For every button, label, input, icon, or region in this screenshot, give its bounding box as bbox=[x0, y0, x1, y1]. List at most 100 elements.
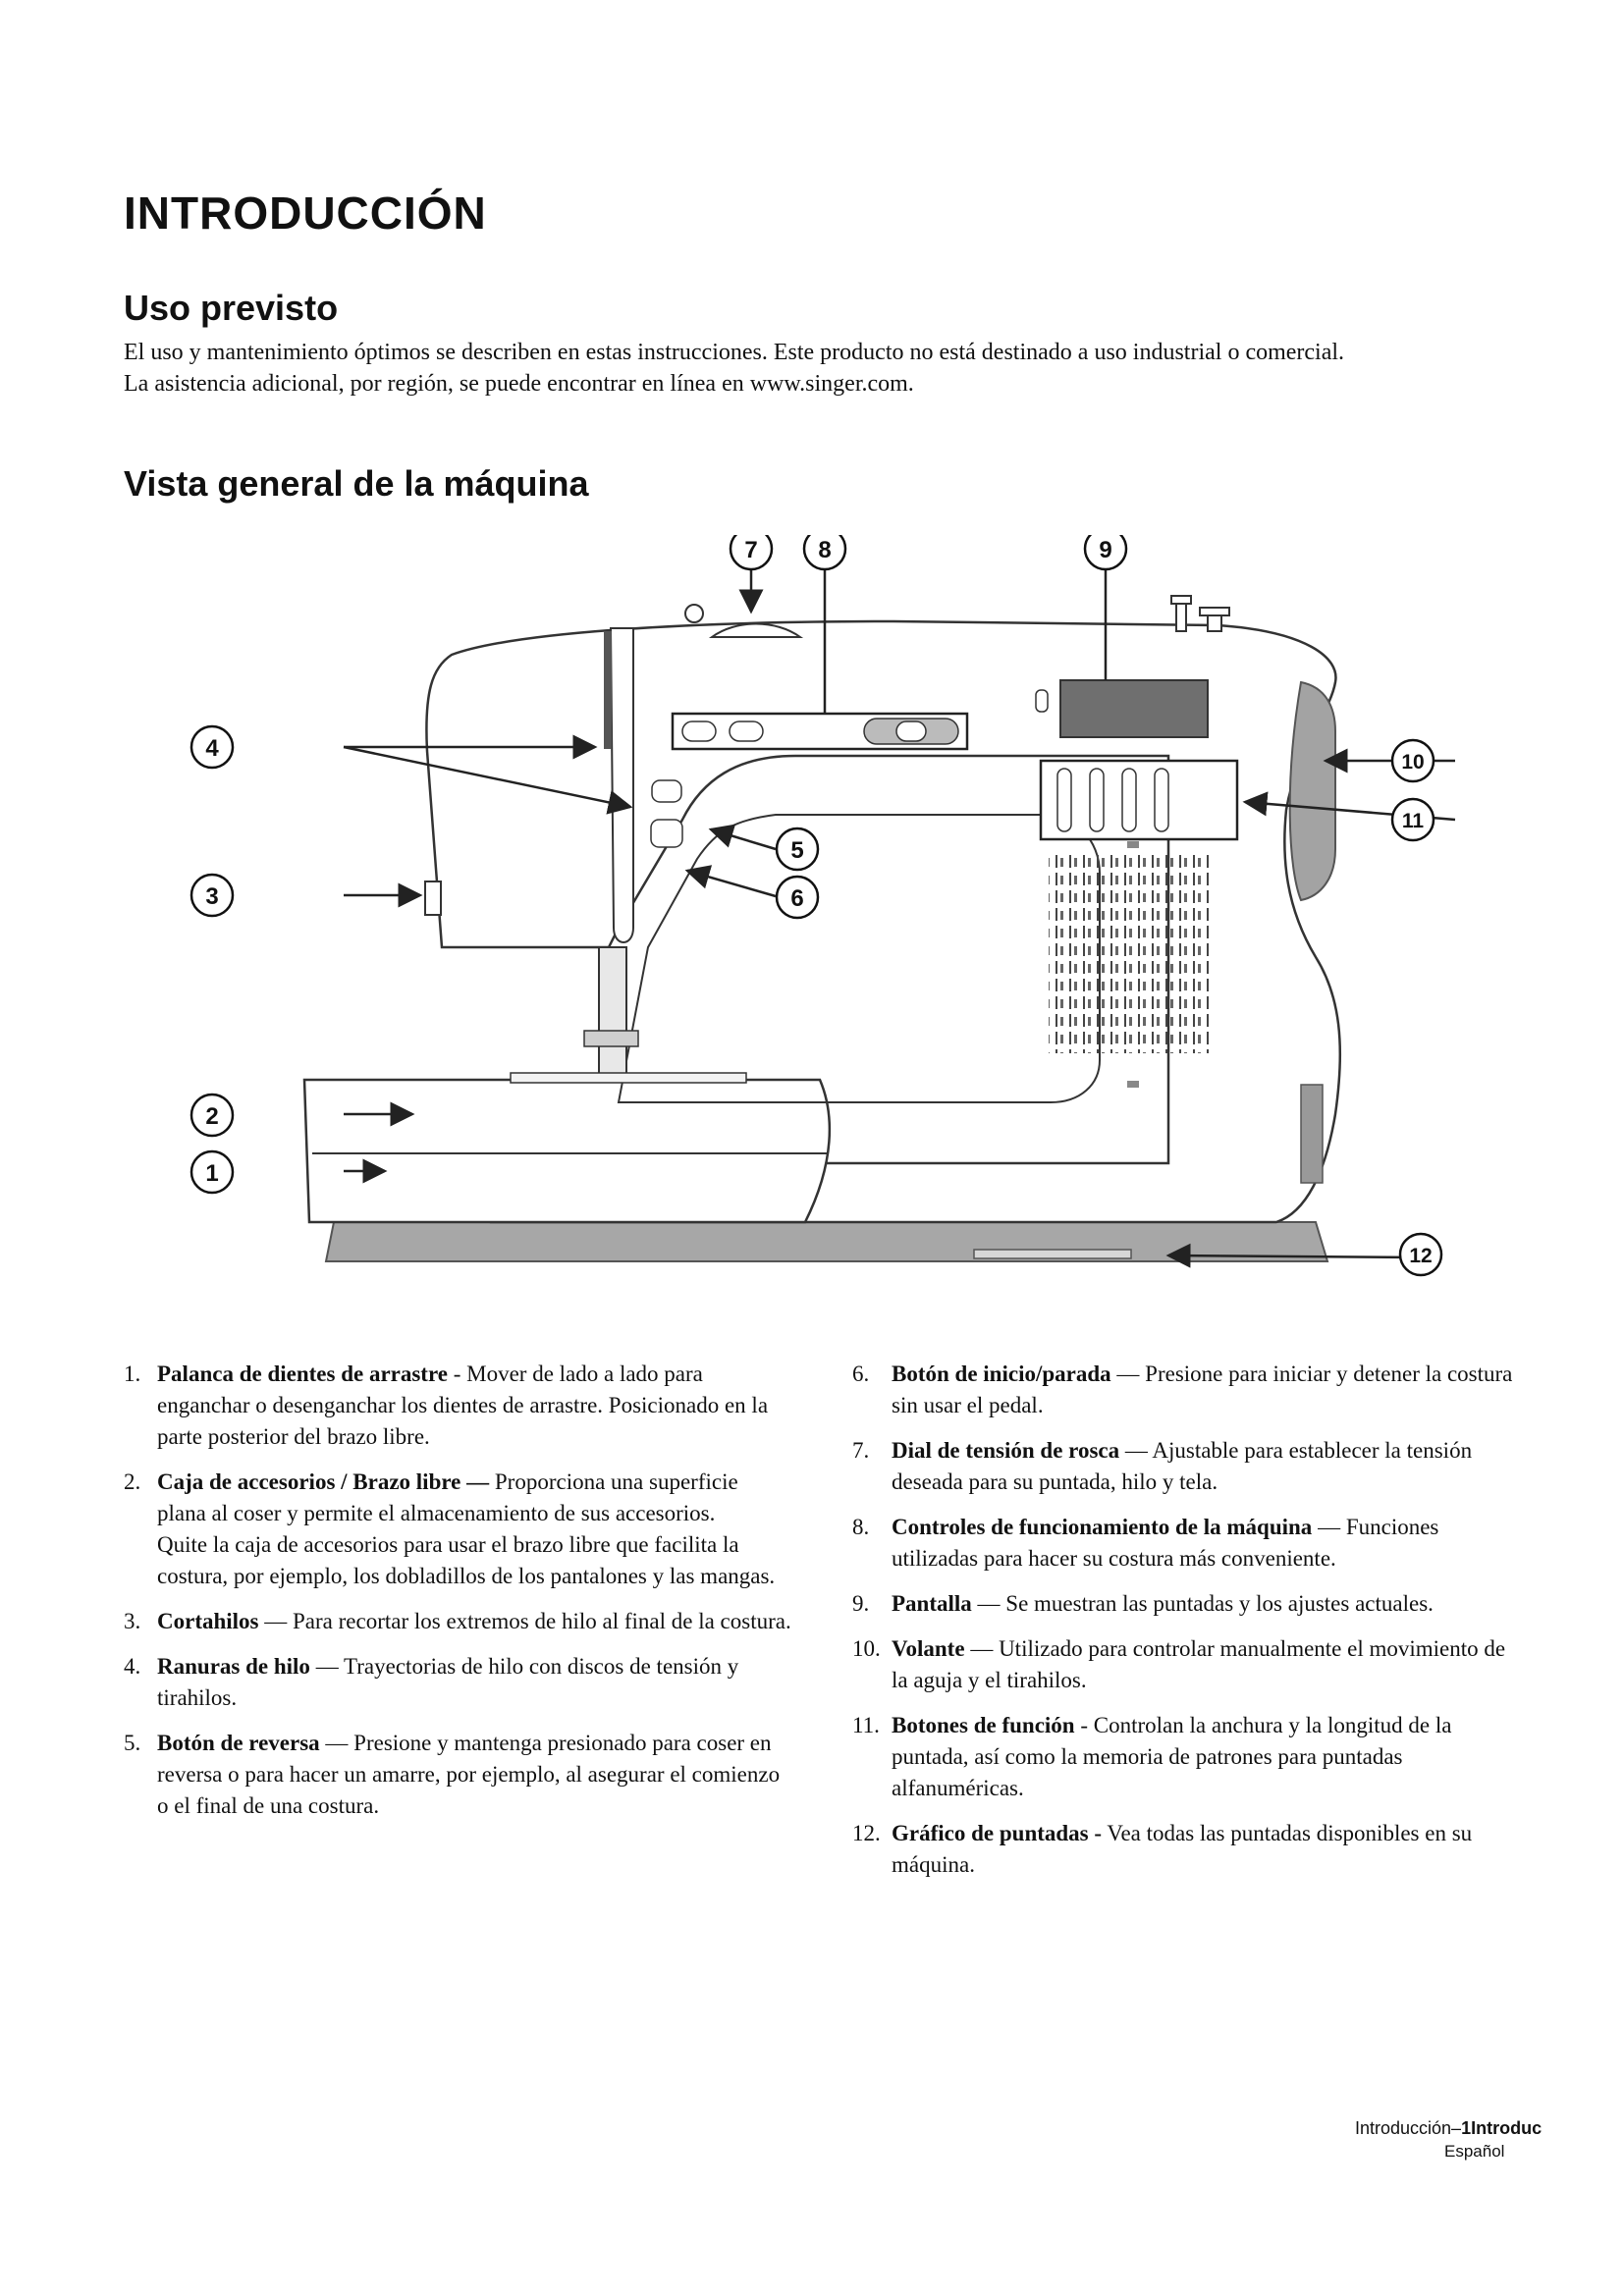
presser-foot-area bbox=[598, 946, 627, 1076]
item-text: Proporciona una superficie plana al cose… bbox=[157, 1469, 738, 1525]
svg-text:2: 2 bbox=[205, 1103, 218, 1130]
item-title: Botón de inicio/parada bbox=[892, 1362, 1111, 1386]
start-stop-button-shape bbox=[650, 819, 683, 848]
item-number: 9. bbox=[852, 1591, 870, 1616]
list-item: 8. Controles de funcionamiento de la máq… bbox=[852, 1512, 1520, 1575]
callout-6: 6 bbox=[775, 875, 820, 920]
parts-list-left: 1. Palanca de dientes de arrastre - Move… bbox=[124, 1359, 791, 1836]
item-title: Gráfico de puntadas - bbox=[892, 1821, 1103, 1845]
item-extra-text: Quite la caja de accesorios para usar el… bbox=[157, 1532, 776, 1588]
svg-text:12: 12 bbox=[1409, 1245, 1432, 1267]
list-item: 4. Ranuras de hilo — Trayectorias de hil… bbox=[124, 1651, 791, 1714]
thread-cutter bbox=[424, 881, 442, 916]
list-item: 11. Botones de función - Controlan la an… bbox=[852, 1710, 1520, 1804]
list-item: 10. Volante — Utilizado para controlar m… bbox=[852, 1633, 1520, 1696]
hand-wheel bbox=[1288, 680, 1336, 902]
svg-text:4: 4 bbox=[205, 735, 219, 762]
needle-plate bbox=[510, 1072, 747, 1084]
list-item: 7. Dial de tensión de rosca — Ajustable … bbox=[852, 1435, 1520, 1498]
item-number: 10. bbox=[852, 1636, 881, 1661]
item-text: - Controlan la anchura y la longitud de … bbox=[892, 1713, 1452, 1800]
reverse-button-shape bbox=[651, 779, 682, 803]
item-title: Volante bbox=[892, 1636, 965, 1661]
stitch-chart-graphic bbox=[1049, 851, 1210, 1053]
footer-language: Español bbox=[1444, 2142, 1505, 2161]
page-title: INTRODUCCIÓN bbox=[124, 187, 487, 239]
item-title: Controles de funcionamiento de la máquin… bbox=[892, 1515, 1313, 1539]
item-title: Botones de función bbox=[892, 1713, 1075, 1737]
footer-page-section: Introducción– bbox=[1355, 2118, 1462, 2138]
item-text: — Se muestran las puntadas y los ajustes… bbox=[971, 1591, 1434, 1616]
item-text: — Presione para iniciar y detener la cos… bbox=[892, 1362, 1513, 1417]
accessory-box bbox=[302, 1078, 832, 1224]
machine-body bbox=[425, 619, 1342, 1224]
item-number: 5. bbox=[124, 1731, 141, 1755]
vent-grille bbox=[1300, 1084, 1324, 1184]
item-number: 11. bbox=[852, 1713, 880, 1737]
stitch-chart-slot bbox=[973, 1249, 1132, 1259]
item-title: Botón de reversa bbox=[157, 1731, 320, 1755]
callout-7: 7 bbox=[729, 535, 774, 571]
footer-page-number: 1Introduc bbox=[1461, 2118, 1543, 2138]
tension-dial bbox=[708, 622, 804, 638]
callout-9: 9 bbox=[1083, 535, 1128, 571]
list-item: 6. Botón de inicio/parada — Presione par… bbox=[852, 1359, 1520, 1421]
svg-text:5: 5 bbox=[790, 837, 803, 864]
function-buttons-panel bbox=[1039, 759, 1239, 841]
list-item: 9. Pantalla — Se muestran las puntadas y… bbox=[852, 1588, 1520, 1620]
svg-text:10: 10 bbox=[1401, 751, 1424, 774]
item-number: 12. bbox=[852, 1821, 881, 1845]
intended-use-line-1: El uso y mantenimiento óptimos se descri… bbox=[124, 340, 1345, 365]
callout-12: 12 bbox=[1398, 1232, 1443, 1277]
item-title: Caja de accesorios / Brazo libre — bbox=[157, 1469, 490, 1494]
list-item: 2. Caja de accesorios / Brazo libre — Pr… bbox=[124, 1467, 791, 1592]
item-text: Vea todas las puntadas disponibles en su… bbox=[892, 1821, 1473, 1877]
item-number: 4. bbox=[124, 1654, 141, 1679]
svg-text:7: 7 bbox=[744, 537, 757, 563]
item-text: — Ajustable para establecer la tensión d… bbox=[892, 1438, 1473, 1494]
item-title: Cortahilos bbox=[157, 1609, 259, 1633]
list-item: 1. Palanca de dientes de arrastre - Move… bbox=[124, 1359, 791, 1453]
svg-text:6: 6 bbox=[790, 885, 803, 912]
item-number: 2. bbox=[124, 1469, 141, 1494]
list-item: 12. Gráfico de puntadas - Vea todas las … bbox=[852, 1818, 1520, 1881]
item-number: 6. bbox=[852, 1362, 870, 1386]
sewing-machine-diagram: 1 2 3 4 5 6 7 8 9 10 11 12 bbox=[189, 535, 1456, 1277]
item-text: — Presione y mantenga presionado para co… bbox=[157, 1731, 781, 1818]
item-text: - Mover de lado a lado para enganchar o … bbox=[157, 1362, 769, 1449]
callout-4: 4 bbox=[189, 724, 235, 770]
svg-text:3: 3 bbox=[205, 883, 218, 910]
item-number: 1. bbox=[124, 1362, 141, 1386]
callout-1: 1 bbox=[189, 1149, 235, 1195]
item-title: Dial de tensión de rosca bbox=[892, 1438, 1120, 1463]
callout-10: 10 bbox=[1390, 738, 1435, 783]
item-title: Palanca de dientes de arrastre bbox=[157, 1362, 448, 1386]
footer-page-label: Introducción–1Introduc bbox=[1355, 2118, 1542, 2139]
item-number: 8. bbox=[852, 1515, 870, 1539]
item-text: — Utilizado para controlar manualmente e… bbox=[892, 1636, 1506, 1692]
item-text: — Funciones utilizadas para hacer su cos… bbox=[892, 1515, 1439, 1571]
callout-3: 3 bbox=[189, 873, 235, 918]
parts-list-right: 6. Botón de inicio/parada — Presione par… bbox=[852, 1359, 1520, 1895]
svg-text:8: 8 bbox=[818, 537, 831, 563]
item-text: — Trayectorias de hilo con discos de ten… bbox=[157, 1654, 739, 1710]
lcd-screen bbox=[1059, 679, 1209, 738]
callout-8: 8 bbox=[802, 535, 847, 571]
intended-use-line-2: La asistencia adicional, por región, se … bbox=[124, 371, 914, 397]
thread-spool-pin bbox=[1175, 601, 1187, 632]
list-item: 3. Cortahilos — Para recortar los extrem… bbox=[124, 1606, 791, 1637]
arm-opening bbox=[617, 814, 1101, 1103]
item-title: Ranuras de hilo bbox=[157, 1654, 310, 1679]
item-title: Pantalla bbox=[892, 1591, 972, 1616]
callout-11: 11 bbox=[1390, 797, 1435, 842]
list-item: 5. Botón de reversa — Presione y manteng… bbox=[124, 1728, 791, 1822]
thread-guide-knob bbox=[684, 604, 704, 623]
item-number: 3. bbox=[124, 1609, 141, 1633]
svg-text:11: 11 bbox=[1402, 810, 1425, 832]
item-number: 7. bbox=[852, 1438, 870, 1463]
svg-text:1: 1 bbox=[205, 1160, 218, 1187]
item-text: — Para recortar los extremos de hilo al … bbox=[258, 1609, 791, 1633]
section-heading-machine-overview: Vista general de la máquina bbox=[124, 463, 589, 504]
intended-use-paragraph: El uso y mantenimiento óptimos se descri… bbox=[124, 337, 1518, 400]
callout-5: 5 bbox=[775, 827, 820, 872]
